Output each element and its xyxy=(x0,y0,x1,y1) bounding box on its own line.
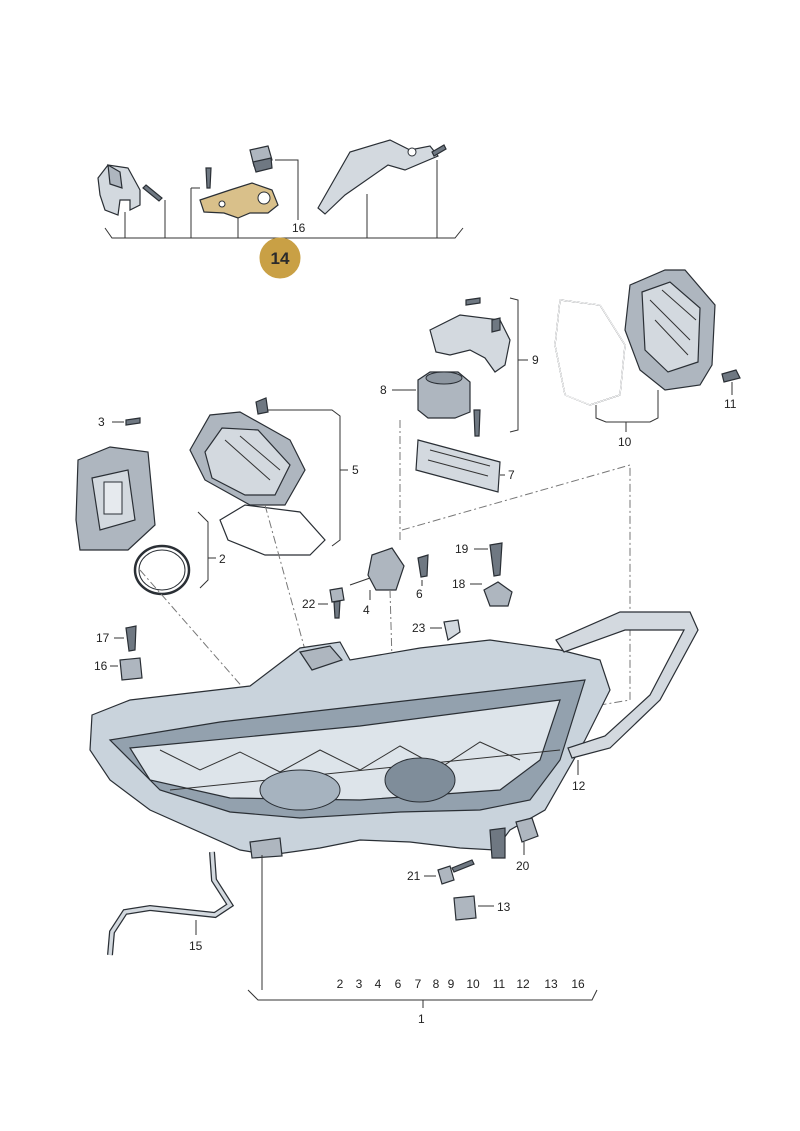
label-5: 5 xyxy=(352,463,359,477)
clip-part-18: 18 xyxy=(452,577,513,607)
top-assembly-group: 16 14 xyxy=(97,139,464,279)
label-23: 23 xyxy=(412,621,426,635)
part-8-housing: 8 xyxy=(380,371,481,437)
part-7-gasket: 7 xyxy=(415,439,515,493)
label-22: 22 xyxy=(302,597,316,611)
cable-part-15: 15 xyxy=(107,851,235,956)
label-13: 13 xyxy=(497,900,511,914)
bottom-index-number: 9 xyxy=(448,977,455,991)
screw-part-21: 21 xyxy=(407,859,475,885)
gasket-part-12: 12 xyxy=(555,611,699,793)
label-6: 6 xyxy=(416,587,423,601)
bottom-index-number: 6 xyxy=(395,977,402,991)
screw-part-17: 17 xyxy=(96,625,137,652)
label-20: 20 xyxy=(516,859,530,873)
badge-number: 14 xyxy=(271,249,290,268)
connector-part-20: 20 xyxy=(515,817,539,873)
label-17: 17 xyxy=(96,631,110,645)
label-4: 4 xyxy=(363,603,370,617)
adjuster-motor-part-4: 4 xyxy=(349,547,405,617)
label-7: 7 xyxy=(508,468,515,482)
label-10: 10 xyxy=(618,435,632,449)
label-8: 8 xyxy=(380,383,387,397)
bottom-index-number: 16 xyxy=(571,977,585,991)
bottom-index-number: 13 xyxy=(544,977,558,991)
label-16-left: 16 xyxy=(94,659,108,673)
bottom-index-number: 2 xyxy=(337,977,344,991)
headlight-main-part xyxy=(89,639,611,859)
bracket-part xyxy=(97,163,141,238)
screw-part-19: 19 xyxy=(455,542,503,577)
group-10-seal-and-cover: 11 10 xyxy=(554,269,741,449)
label-3: 3 xyxy=(98,415,105,429)
bottom-index-number: 11 xyxy=(493,977,506,991)
bush-part-13: 13 xyxy=(453,895,511,921)
screw-part xyxy=(142,184,166,238)
bottom-index-number: 7 xyxy=(415,977,422,991)
lamp-cover-part-5: 5 xyxy=(189,397,359,556)
label-16-top: 16 xyxy=(292,221,306,235)
part-14-badge: 14 xyxy=(259,237,301,279)
bottom-index-number: 4 xyxy=(375,977,382,991)
dash-leaders xyxy=(139,420,631,706)
bottom-index-number: 3 xyxy=(356,977,363,991)
label-2: 2 xyxy=(219,552,226,566)
screw-part-6: 6 xyxy=(416,554,429,601)
small-screw-part xyxy=(190,167,212,238)
label-12: 12 xyxy=(572,779,586,793)
label-11: 11 xyxy=(724,397,737,411)
control-module-part: 3 2 xyxy=(75,415,226,596)
label-9: 9 xyxy=(532,353,539,367)
screw-part-22: 22 xyxy=(302,587,345,619)
bottom-index-number: 12 xyxy=(516,977,530,991)
group-9-bracket: 9 xyxy=(429,297,539,433)
long-bracket-part xyxy=(317,139,447,238)
bottom-index-number: 8 xyxy=(433,977,440,991)
highlighted-part-14 xyxy=(199,182,279,238)
bottom-index-number: 10 xyxy=(466,977,480,991)
nut-part-16-left: 16 xyxy=(94,657,143,681)
label-18: 18 xyxy=(452,577,466,591)
label-21: 21 xyxy=(407,869,421,883)
label-15: 15 xyxy=(189,939,203,953)
cap-part-23: 23 xyxy=(412,619,461,641)
label-1: 1 xyxy=(418,1012,425,1026)
nut-part: 16 xyxy=(249,145,306,235)
label-19: 19 xyxy=(455,542,469,556)
